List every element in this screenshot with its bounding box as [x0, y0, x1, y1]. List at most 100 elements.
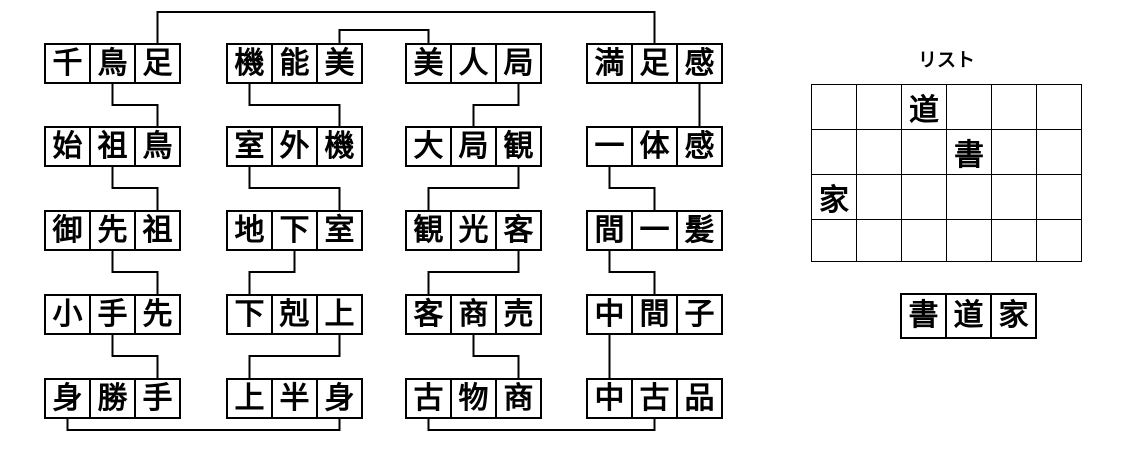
word-box-kobutsushou: 古 物 商 — [405, 378, 542, 419]
kanji-cell: 御 — [46, 212, 91, 249]
kanji-cell: 中 — [588, 296, 633, 333]
list-grid-cell[interactable] — [856, 84, 902, 130]
word-box-migatte: 身 勝 手 — [44, 378, 181, 419]
list-grid-cell[interactable] — [991, 219, 1037, 262]
kanji-cell: 古 — [633, 380, 678, 417]
connector-line — [111, 335, 159, 378]
kanji-cell: 鳥 — [91, 45, 136, 82]
kanji-cell: 子 — [684, 296, 715, 332]
kanji-cell: 間 — [588, 212, 633, 249]
list-grid-row: 家 — [811, 174, 1082, 220]
kanji-cell: 光 — [452, 212, 497, 249]
connector-line — [472, 84, 520, 126]
list-grid-cell[interactable] — [946, 219, 992, 262]
connector-line — [427, 419, 656, 431]
word-box-gosenzo: 御 先 祖 — [44, 210, 181, 251]
kanji-cell: 局 — [503, 45, 534, 81]
word-box-ittaikan: 一 体 感 — [586, 126, 723, 167]
kanji-cell: 半 — [273, 380, 318, 417]
kanji-cell: 鳥 — [142, 128, 173, 164]
list-grid-cell[interactable] — [991, 129, 1037, 175]
list-grid-cell[interactable] — [901, 174, 947, 220]
kanji-cell: 客 — [407, 296, 452, 333]
kanji-cell: 室 — [228, 128, 273, 165]
list-grid-cell[interactable] — [1036, 174, 1082, 220]
connector-line — [248, 335, 341, 378]
list-grid-cell[interactable] — [901, 129, 947, 175]
connector-line — [338, 29, 430, 43]
list-grid-cell[interactable]: 家 — [811, 174, 857, 220]
answer-word-box-shodouka: 書 道 家 — [900, 293, 1037, 339]
word-box-taikyokukan: 大 局 観 — [405, 126, 542, 167]
kanji-cell: 機 — [228, 45, 273, 82]
list-grid-row: 道 — [811, 84, 1082, 130]
kanji-cell: 局 — [452, 128, 497, 165]
kanji-cell: 下 — [273, 212, 318, 249]
kanji-cell: 上 — [324, 296, 355, 332]
kanji-cell: 一 — [588, 128, 633, 165]
connector-line — [472, 335, 520, 378]
list-grid-cell[interactable] — [811, 129, 857, 175]
list-grid-cell[interactable] — [856, 174, 902, 220]
kanji-cell: 古 — [407, 380, 452, 417]
kanji-cell: 外 — [273, 128, 318, 165]
list-grid-cell[interactable] — [856, 129, 902, 175]
kanji-cell: 機 — [324, 128, 355, 164]
list-grid-cell[interactable] — [991, 84, 1037, 130]
list-grid-cell[interactable]: 道 — [901, 84, 947, 130]
kanji-cell: 家 — [998, 298, 1029, 333]
kanji-cell: 商 — [452, 296, 497, 333]
list-grid-cell[interactable] — [901, 219, 947, 262]
kanji-cell: 室 — [324, 212, 355, 248]
list-grid-cell[interactable] — [946, 84, 992, 130]
list-grid-cell[interactable] — [811, 219, 857, 262]
kanji-cell: 手 — [142, 380, 173, 416]
list-grid-cell[interactable] — [1036, 219, 1082, 262]
kanji-cell: 品 — [684, 380, 715, 416]
list-grid-cell[interactable] — [856, 219, 902, 262]
kanji-cell: 千 — [46, 45, 91, 82]
word-box-chikashitsu: 地 下 室 — [226, 210, 363, 251]
word-box-shisochou: 始 祖 鳥 — [44, 126, 181, 167]
kanji-cell: 商 — [503, 380, 534, 416]
kanji-cell: 人 — [452, 45, 497, 82]
kanji-cell: 小 — [46, 296, 91, 333]
list-grid-cell[interactable] — [991, 174, 1037, 220]
kanji-cell: 祖 — [142, 212, 173, 248]
kanji-cell: 道 — [947, 295, 992, 337]
list-grid: 道 書 家 — [811, 84, 1082, 262]
kanji-cell: 先 — [142, 296, 173, 332]
connector-line — [111, 167, 159, 210]
list-grid-cell[interactable] — [811, 84, 857, 130]
kanji-cell: 感 — [684, 128, 715, 164]
list-label: リスト — [917, 49, 975, 71]
kanji-cell: 足 — [633, 45, 678, 82]
word-box-jouhanshin: 上 半 身 — [226, 378, 363, 419]
connector-line — [248, 167, 341, 210]
connector-line — [608, 251, 656, 294]
kanji-cell: 観 — [503, 128, 534, 164]
word-box-chidoriashi: 千 鳥 足 — [44, 43, 181, 84]
list-grid-cell[interactable] — [1036, 129, 1082, 175]
kanji-cell: 身 — [324, 380, 355, 416]
list-grid-cell[interactable]: 書 — [946, 129, 992, 175]
list-grid-row: 書 — [811, 129, 1082, 175]
word-box-kankoukyaku: 観 光 客 — [405, 210, 542, 251]
connector-line — [427, 167, 520, 210]
word-box-shitsugaiki: 室 外 機 — [226, 126, 363, 167]
kanji-cell: 始 — [46, 128, 91, 165]
list-grid-cell[interactable] — [1036, 84, 1082, 130]
word-box-gekokujou: 下 剋 上 — [226, 294, 363, 335]
list-grid-cell[interactable] — [946, 174, 992, 220]
connector-line — [608, 167, 656, 210]
word-box-kotesaki: 小 手 先 — [44, 294, 181, 335]
kanji-cell: 上 — [228, 380, 273, 417]
kanji-cell: 髪 — [684, 212, 715, 248]
connector-line — [427, 251, 520, 294]
list-grid-row — [811, 219, 1082, 262]
kanji-cell: 足 — [142, 45, 173, 81]
kanji-cell: 感 — [684, 45, 715, 81]
kanji-cell: 剋 — [273, 296, 318, 333]
